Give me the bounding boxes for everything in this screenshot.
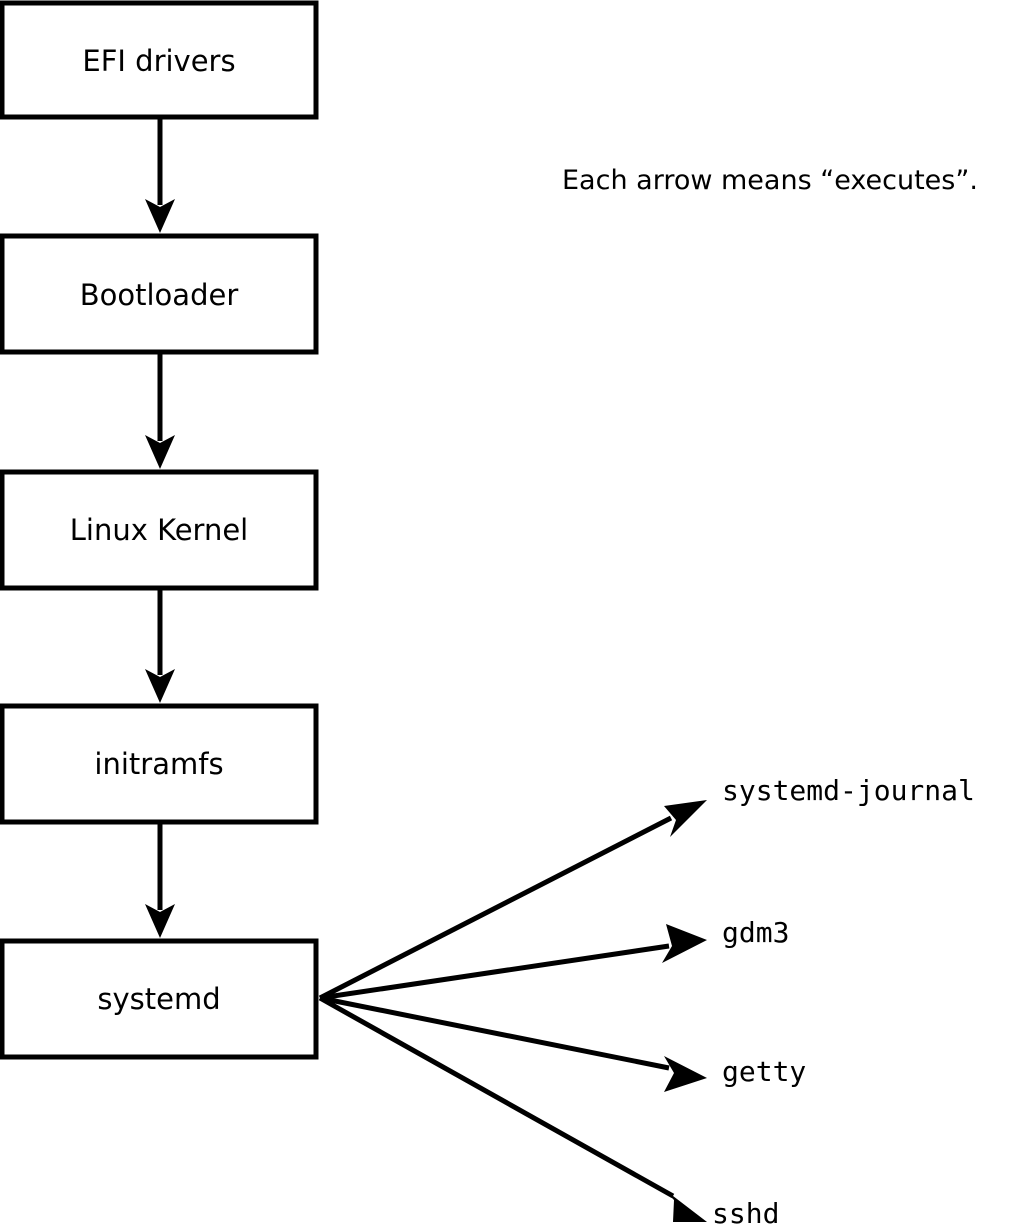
node-initramfs-label: initramfs	[94, 747, 223, 781]
arrow-head-icon	[662, 924, 707, 963]
node-linux-kernel[interactable]: Linux Kernel	[0, 469, 319, 591]
node-efi-drivers-rect	[0, 0, 319, 120]
node-systemd-label: systemd	[97, 982, 220, 1016]
node-systemd[interactable]: systemd	[0, 938, 319, 1060]
arrow-head-icon	[145, 199, 175, 233]
node-initramfs-rect	[0, 703, 319, 825]
node-linux-kernel-rect	[0, 469, 319, 591]
arrow-head-icon	[664, 1056, 707, 1092]
node-initramfs[interactable]: initramfs	[0, 703, 319, 825]
service-label-sshd: sshd	[712, 1197, 779, 1230]
arrow-systemd-to-systemd-journal	[318, 800, 707, 1001]
arrow-head-icon	[145, 669, 175, 703]
service-label-systemd-journal: systemd-journal	[722, 774, 975, 807]
arrow-head-icon	[660, 1186, 707, 1222]
legend-note: Each arrow means “executes”.	[562, 165, 978, 196]
node-bootloader[interactable]: Bootloader	[0, 233, 319, 355]
arrow-head-icon	[145, 435, 175, 469]
arrow-systemd-to-getty	[319, 995, 707, 1092]
service-label-getty: getty	[722, 1055, 806, 1088]
arrow-head-icon	[664, 800, 707, 837]
node-efi-drivers-label: EFI drivers	[82, 44, 235, 78]
arrow-head-icon	[145, 904, 175, 938]
arrow-systemd-to-gdm3	[319, 924, 707, 1001]
node-bootloader-rect	[0, 233, 319, 355]
node-bootloader-label: Bootloader	[80, 278, 239, 312]
node-efi-drivers[interactable]: EFI drivers	[0, 0, 319, 120]
arrow-bootloader-to-kernel	[145, 353, 175, 469]
arrow-kernel-to-initramfs	[145, 589, 175, 703]
node-systemd-rect	[0, 938, 319, 1060]
arrow-efi-to-bootloader	[145, 118, 175, 233]
service-label-gdm3: gdm3	[722, 916, 789, 949]
node-linux-kernel-label: Linux Kernel	[70, 513, 248, 547]
arrow-initramfs-to-systemd	[145, 823, 175, 938]
arrow-systemd-to-sshd	[318, 995, 707, 1222]
